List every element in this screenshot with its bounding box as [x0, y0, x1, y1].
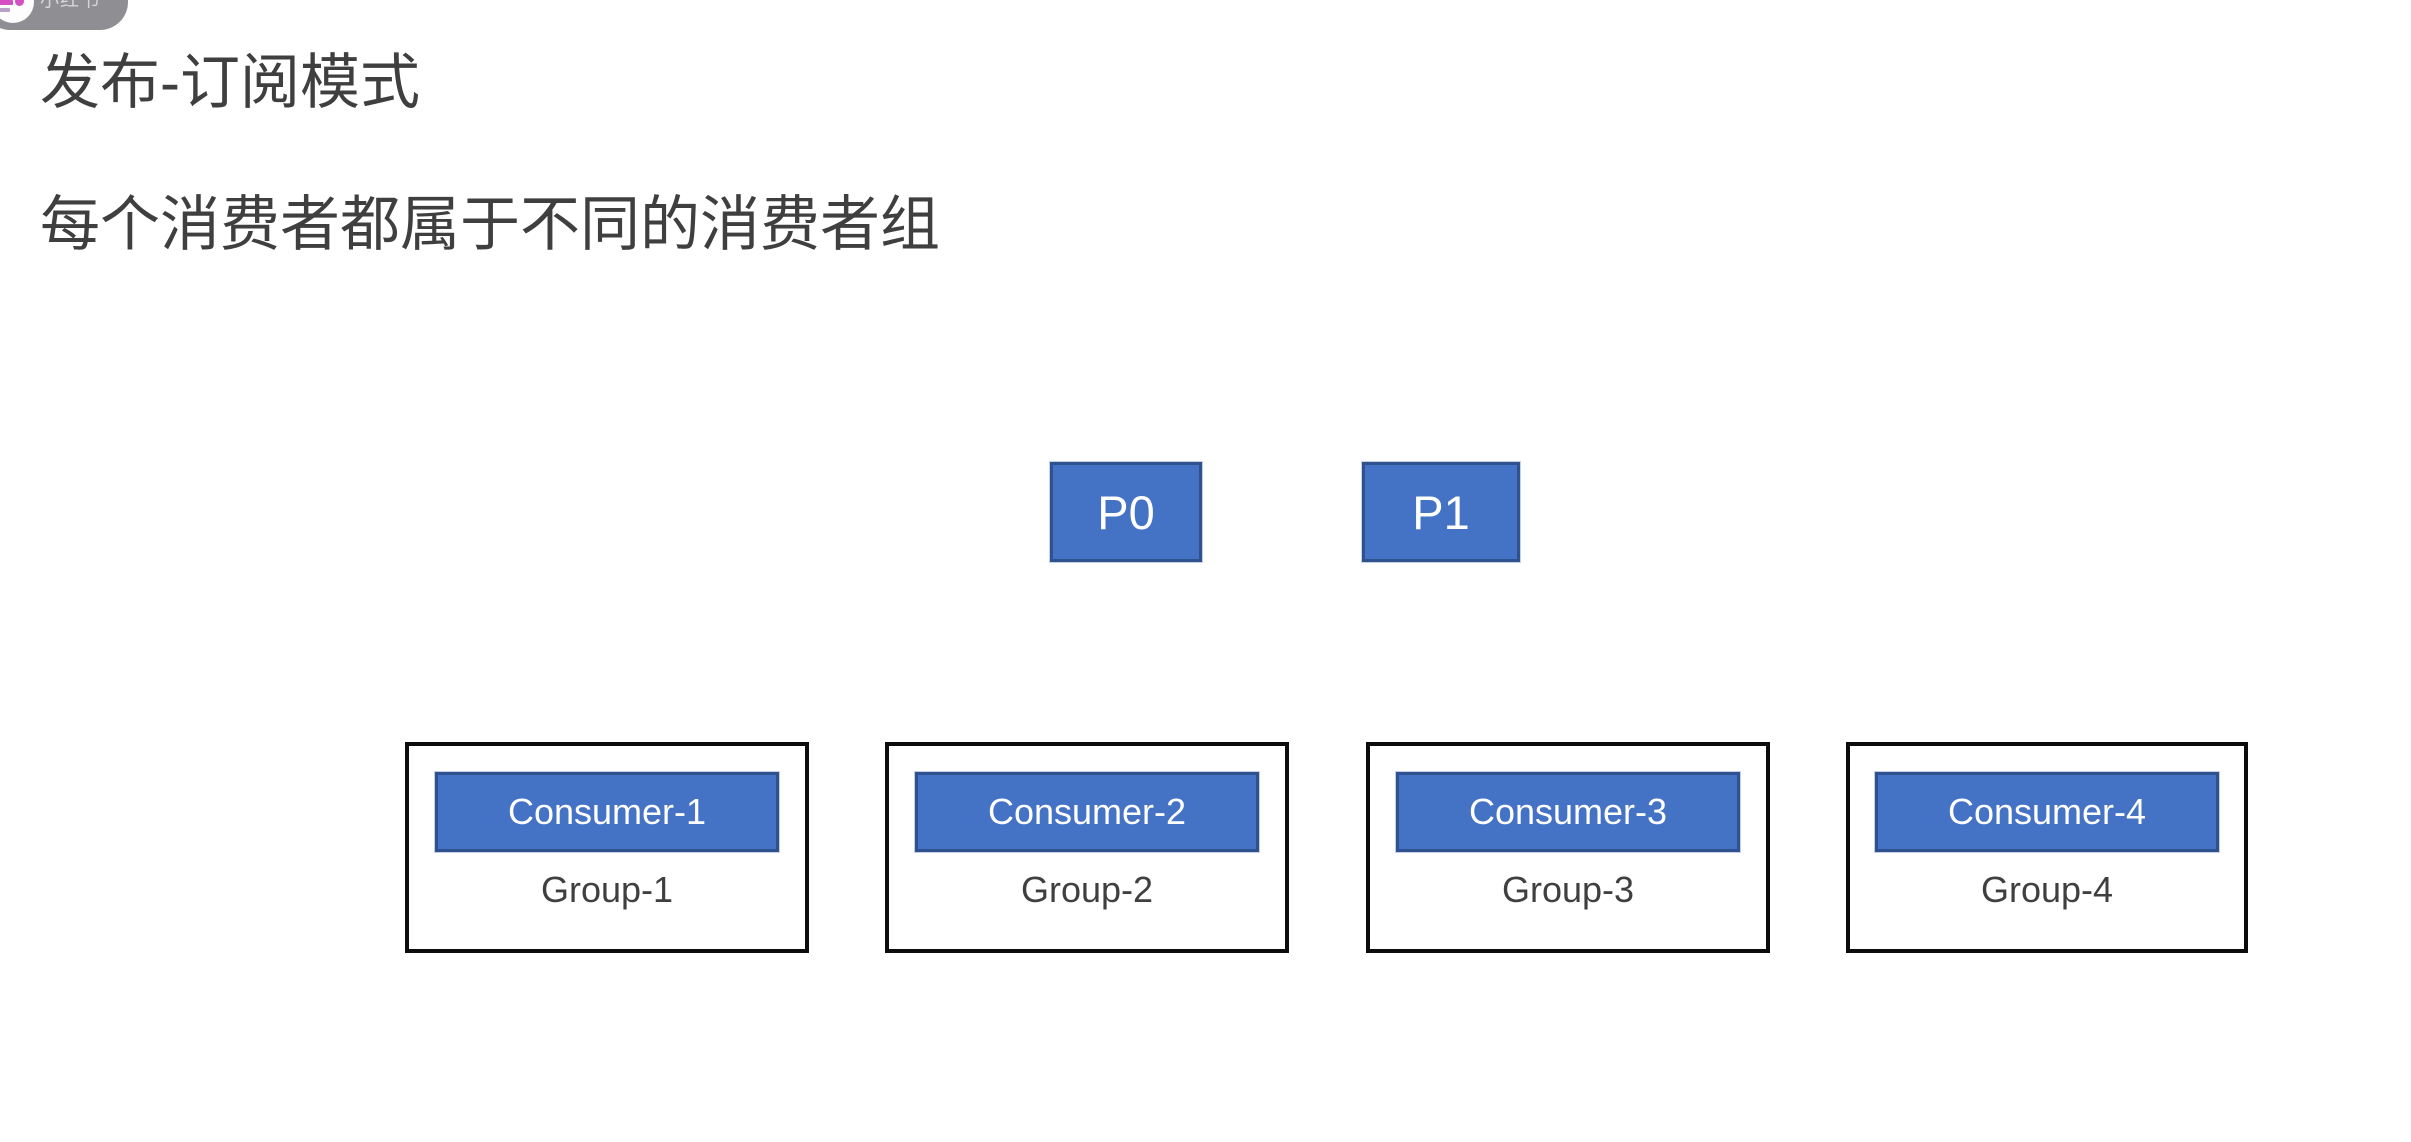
- consumer-group-3: Consumer-3 Group-3: [1366, 742, 1770, 953]
- consumer-label: Consumer-3: [1468, 791, 1668, 832]
- consumer-label: Consumer-2: [987, 791, 1187, 832]
- consumer-group-1: Consumer-1 Group-1: [405, 742, 809, 953]
- group-label: Group-3: [1501, 869, 1635, 910]
- consumer-group-4: Consumer-4 Group-4: [1846, 742, 2248, 953]
- partition-box-p1: P1: [1362, 462, 1520, 562]
- consumer-label: Consumer-4: [1947, 791, 2147, 832]
- group-label: Group-4: [1980, 869, 2114, 910]
- partition-label: P0: [1097, 485, 1155, 539]
- page-title: 发布-订阅模式: [40, 49, 420, 116]
- avatar: [0, 0, 34, 23]
- consumer-box: Consumer-1: [435, 772, 779, 852]
- consumer-label: Consumer-1: [507, 791, 707, 832]
- avatar-glyph-dot: [15, 0, 24, 6]
- avatar-glyph-underline: [0, 8, 10, 12]
- floating-badge-label: 小红书: [40, 0, 101, 11]
- avatar-glyph-bar: [0, 0, 13, 5]
- group-label: Group-2: [1020, 869, 1154, 910]
- floating-app-badge[interactable]: 小红书: [0, 0, 128, 30]
- consumer-box: Consumer-2: [915, 772, 1259, 852]
- consumer-group-2: Consumer-2 Group-2: [885, 742, 1289, 953]
- partition-box-p0: P0: [1050, 462, 1202, 562]
- consumer-box: Consumer-3: [1396, 772, 1740, 852]
- partition-label: P1: [1412, 485, 1470, 539]
- page-subtitle: 每个消费者都属于不同的消费者组: [40, 191, 940, 258]
- consumer-box: Consumer-4: [1875, 772, 2219, 852]
- group-label: Group-1: [540, 869, 674, 910]
